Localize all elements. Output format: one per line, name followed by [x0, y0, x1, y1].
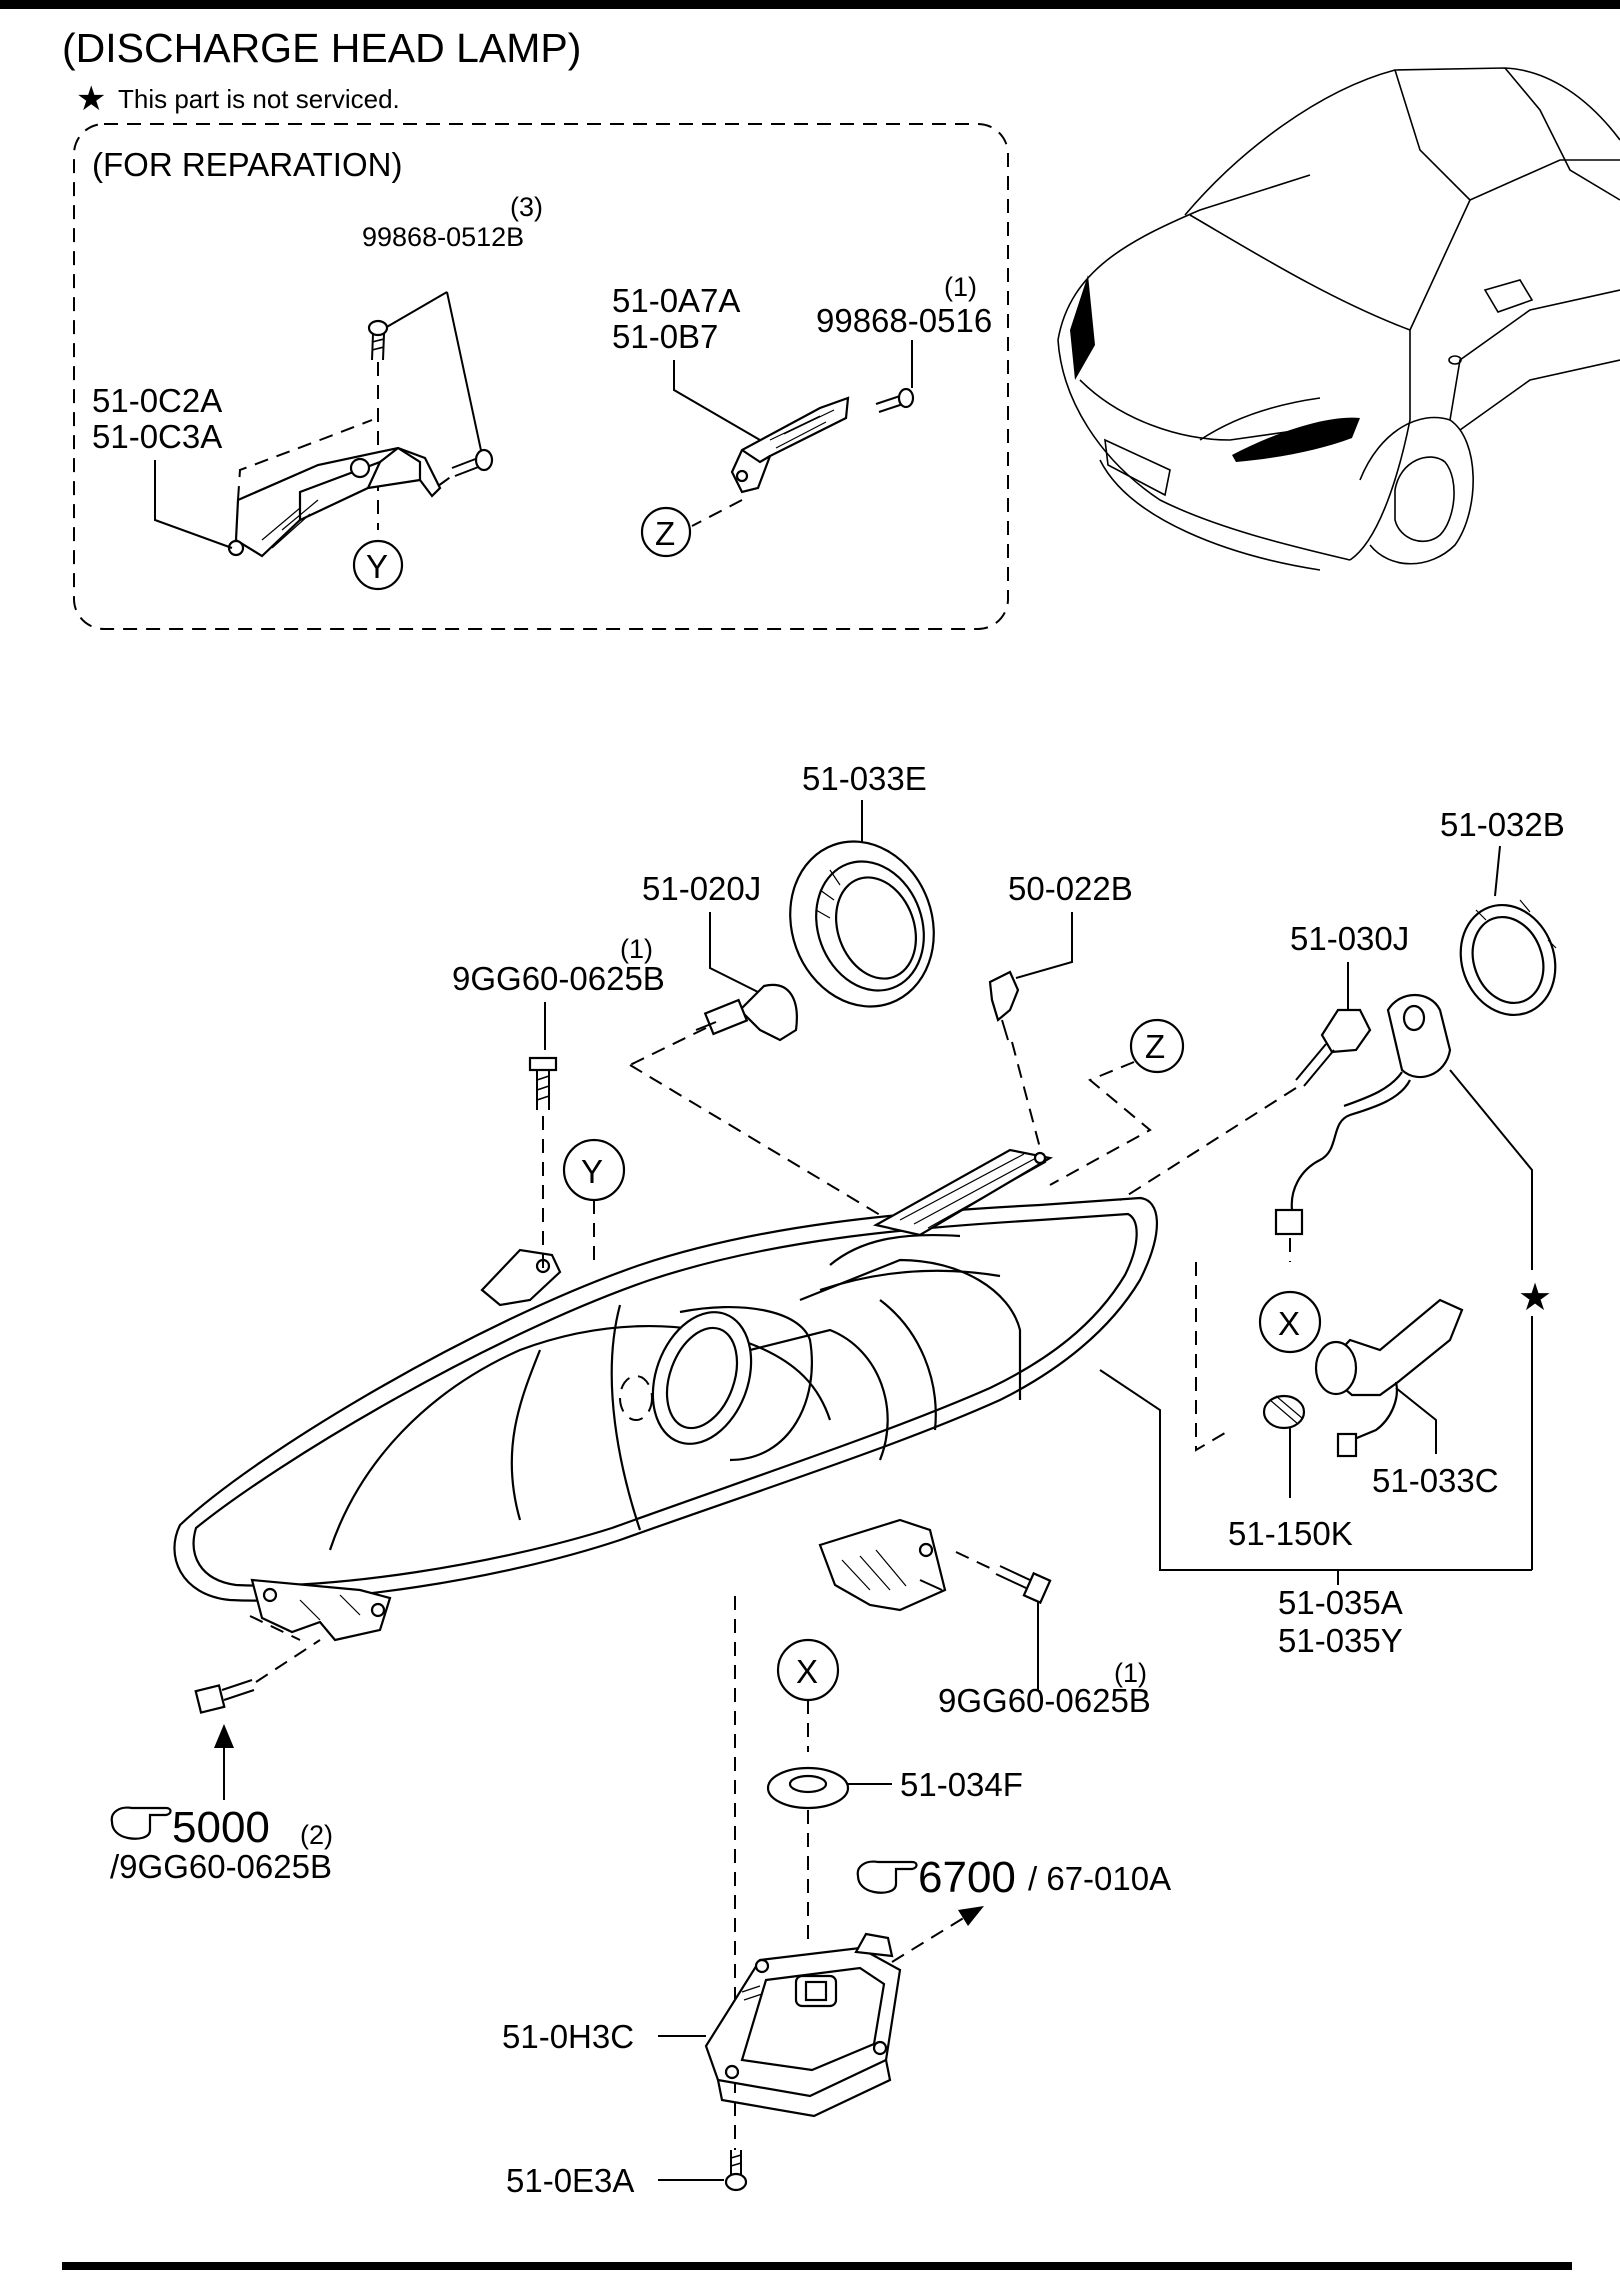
license-plate — [1104, 438, 1171, 497]
vehicle-location-sketch — [1057, 67, 1620, 571]
bolt-icon — [995, 1565, 1052, 1605]
star-icon-main: ★ — [1518, 1277, 1552, 1319]
service-note: This part is not serviced. — [118, 84, 400, 114]
ref-6700-part: / 67-010A — [1028, 1860, 1171, 1897]
main-assembly: 51-033E 51-020J 50-022B (1) 9GG60-0625B — [110, 760, 1565, 2199]
ref-6700-number[interactable]: 6700 — [918, 1853, 1016, 1902]
reparation-border — [73, 123, 1009, 630]
screw-icon — [451, 448, 494, 477]
bracket-part — [227, 446, 442, 558]
lamp-assy-label-b: 51-035Y — [1278, 1622, 1403, 1659]
projector-lens — [651, 1311, 753, 1445]
ref-z-label-main: Z — [1145, 1028, 1165, 1065]
ballast-screw-label: 51-0E3A — [506, 2162, 634, 2199]
bolt-right-qty: (1) — [1114, 1658, 1147, 1688]
ref-x-label-right: X — [1278, 1305, 1300, 1342]
screw-qty-label: (3) — [510, 192, 543, 222]
lens-ring-part — [789, 840, 935, 1008]
headlamp-left-shaded — [1070, 275, 1095, 380]
bottom-rule — [62, 2262, 1572, 2270]
screw-part-label-2: 99868-0516 — [816, 302, 992, 339]
ref-x-circle-right — [1258, 1290, 1322, 1354]
socket-ring-part — [1459, 899, 1557, 1017]
ballast-part — [704, 1932, 902, 2118]
tab-label-b: 51-0B7 — [612, 318, 718, 355]
bracket-label-b: 51-0C3A — [92, 418, 222, 455]
ref-z-label: Z — [655, 515, 675, 552]
igniter-cap-part — [1274, 994, 1452, 1236]
socket-harness-label: 51-033C — [1372, 1462, 1499, 1499]
socket-ring-label: 51-032B — [1440, 806, 1565, 843]
ref-x-label-bottom: X — [796, 1653, 818, 1690]
ref-z-circle — [640, 506, 692, 558]
seal-part — [766, 1766, 850, 1810]
bolt-icon — [528, 1056, 558, 1110]
bracket-label-a: 51-0C2A — [92, 382, 222, 419]
ref-5000-part: /9GG60-0625B — [110, 1848, 332, 1885]
ref-y-circle — [352, 539, 404, 591]
arrow-icon — [958, 1906, 984, 1926]
screw-icon — [724, 2150, 748, 2192]
reparation-panel: (FOR REPARATION) (3) 99868-0512B — [73, 123, 1009, 630]
ref-z-circle-main — [1129, 1018, 1185, 1074]
screw-icon — [875, 387, 915, 413]
socket-harness-part — [1314, 1298, 1464, 1458]
ref-5000-number[interactable]: 5000 — [172, 1803, 270, 1852]
side-mirror — [1483, 279, 1534, 313]
bulb-socket-part — [695, 983, 798, 1042]
ref-y-label: Y — [366, 548, 388, 585]
tab-label-a: 51-0A7A — [612, 282, 740, 319]
bolt-right-label: 9GG60-0625B — [938, 1682, 1151, 1719]
bolt-top-label: 9GG60-0625B — [452, 960, 665, 997]
pointing-hand-icon — [110, 1806, 172, 1840]
arrow-up-icon — [214, 1724, 234, 1748]
lens-ring-label: 51-033E — [802, 760, 927, 797]
headlamp-housing — [173, 1148, 1159, 1642]
side-bulb-label: 51-150K — [1228, 1515, 1353, 1552]
seal-label: 51-034F — [900, 1766, 1023, 1803]
ref-y-label-main: Y — [581, 1153, 603, 1190]
bulb-label: 51-030J — [1290, 920, 1409, 957]
reparation-title: (FOR REPARATION) — [92, 146, 402, 183]
bolt-icon — [194, 1679, 255, 1714]
side-bulb-part — [1262, 1394, 1306, 1430]
pointing-hand-icon — [856, 1860, 918, 1894]
bulb-part — [1295, 1008, 1372, 1087]
screw-qty-label-2: (1) — [944, 272, 977, 302]
headlamp-right-shaded — [1232, 417, 1360, 462]
star-icon: ★ — [76, 80, 106, 118]
screw-icon — [367, 319, 389, 361]
bolt-top-qty: (1) — [620, 934, 653, 964]
bulb-socket-label: 51-020J — [642, 870, 761, 907]
ballast-label: 51-0H3C — [502, 2018, 634, 2055]
top-rule — [0, 0, 1620, 9]
clip-label: 50-022B — [1008, 870, 1133, 907]
ref-5000-qty: (2) — [300, 1820, 333, 1850]
screw-part-label: 99868-0512B — [362, 222, 524, 252]
lamp-assy-label-a: 51-035A — [1278, 1584, 1403, 1621]
page-title: (DISCHARGE HEAD LAMP) — [62, 25, 581, 71]
clip-part — [988, 970, 1020, 1041]
tab-part — [730, 396, 850, 494]
